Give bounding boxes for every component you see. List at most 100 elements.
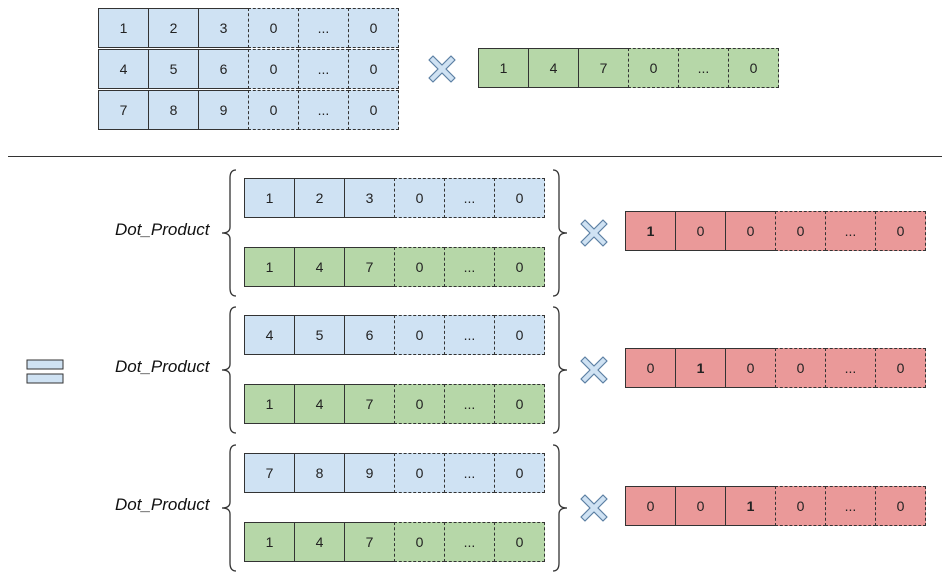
padding-cell: ... [825,211,876,251]
value-cell: 0 [675,486,726,526]
padding-cell: 0 [875,211,926,251]
value-cell: 1 [675,348,726,388]
value-cell: 4 [244,315,295,355]
value-cell: 0 [725,211,776,251]
value-cell: 7 [98,90,149,130]
value-cell: 1 [98,8,149,48]
dot-product-label: Dot_Product [115,220,210,239]
padding-cell: 0 [494,453,545,493]
value-cell: 6 [198,49,249,89]
padding-cell: 0 [875,348,926,388]
padding-cell: ... [825,486,876,526]
padding-cell: ... [444,178,495,218]
value-cell: 1 [244,247,295,287]
value-cell: 2 [294,178,345,218]
padding-cell: 0 [394,315,445,355]
equals-icon [26,359,64,384]
value-cell: 7 [244,453,295,493]
padding-cell: ... [678,48,729,88]
dot-product-label: Dot_Product [115,357,210,376]
multiply-icon [580,494,608,522]
padding-cell: 0 [628,48,679,88]
padding-cell: 0 [775,211,826,251]
value-cell: 1 [244,522,295,562]
left-brace-icon [221,444,237,572]
value-cell: 4 [294,522,345,562]
padding-cell: ... [825,348,876,388]
value-cell: 1 [725,486,776,526]
padding-cell: 0 [494,178,545,218]
padding-cell: ... [444,247,495,287]
padding-cell: ... [444,384,495,424]
padding-cell: 0 [348,8,399,48]
value-cell: 8 [148,90,199,130]
value-cell: 7 [344,384,395,424]
padding-cell: ... [298,90,349,130]
value-cell: 0 [625,348,676,388]
value-cell: 4 [294,384,345,424]
value-cell: 6 [344,315,395,355]
value-cell: 3 [198,8,249,48]
padding-cell: 0 [348,90,399,130]
value-cell: 7 [344,247,395,287]
padding-cell: 0 [348,49,399,89]
padding-cell: 0 [248,90,299,130]
padding-cell: 0 [494,247,545,287]
value-cell: 1 [625,211,676,251]
padding-cell: 0 [394,522,445,562]
padding-cell: 0 [248,8,299,48]
padding-cell: ... [444,453,495,493]
value-cell: 4 [528,48,579,88]
value-cell: 7 [578,48,629,88]
multiply-icon [428,55,456,83]
padding-cell: ... [298,8,349,48]
padding-cell: 0 [494,384,545,424]
value-cell: 4 [98,49,149,89]
right-brace-icon [552,444,568,572]
value-cell: 1 [478,48,529,88]
value-cell: 4 [294,247,345,287]
padding-cell: 0 [394,453,445,493]
right-brace-icon [552,306,568,434]
padding-cell: 0 [728,48,779,88]
value-cell: 9 [344,453,395,493]
multiply-icon [580,356,608,384]
padding-cell: ... [444,315,495,355]
padding-cell: 0 [494,315,545,355]
padding-cell: 0 [775,486,826,526]
padding-cell: ... [444,522,495,562]
value-cell: 5 [148,49,199,89]
left-brace-icon [221,169,237,297]
padding-cell: 0 [494,522,545,562]
value-cell: 3 [344,178,395,218]
value-cell: 7 [344,522,395,562]
padding-cell: 0 [394,384,445,424]
value-cell: 0 [675,211,726,251]
value-cell: 2 [148,8,199,48]
section-divider [8,156,942,157]
value-cell: 0 [725,348,776,388]
right-brace-icon [552,169,568,297]
value-cell: 0 [625,486,676,526]
padding-cell: ... [298,49,349,89]
left-brace-icon [221,306,237,434]
padding-cell: 0 [248,49,299,89]
value-cell: 5 [294,315,345,355]
dot-product-label: Dot_Product [115,495,210,514]
padding-cell: 0 [394,178,445,218]
value-cell: 8 [294,453,345,493]
padding-cell: 0 [875,486,926,526]
multiply-icon [580,219,608,247]
